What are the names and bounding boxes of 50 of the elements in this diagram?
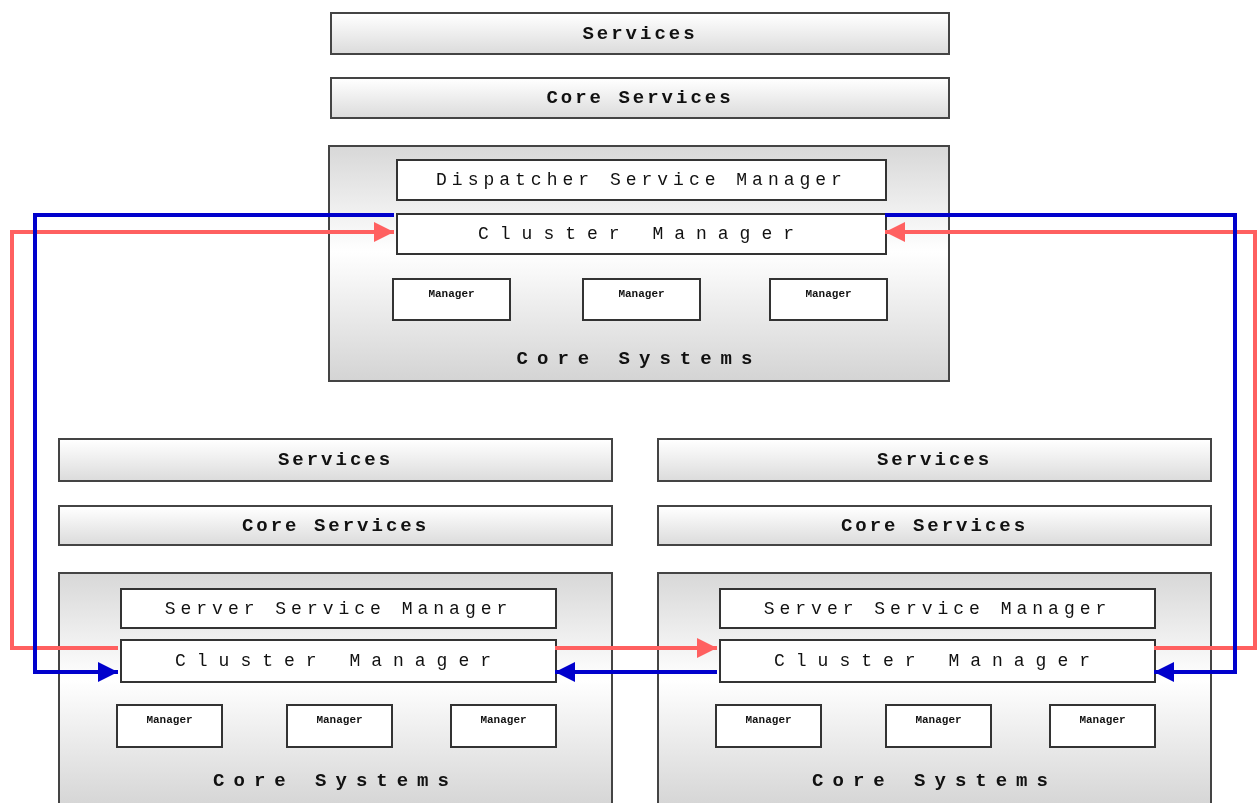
manager-box — [120, 588, 557, 629]
layer-bar — [330, 12, 950, 55]
manager-box — [769, 278, 888, 321]
manager-title: Cluster Manager — [478, 224, 805, 244]
manager-box — [120, 639, 557, 683]
layer-title: Core Services — [241, 514, 430, 537]
layer-title: Core Services — [840, 514, 1029, 537]
manager-label: Manager — [618, 288, 665, 300]
system-panel — [657, 572, 1212, 803]
manager-title: Cluster Manager — [175, 651, 502, 671]
manager-box — [719, 639, 1156, 683]
layer-title: Core Services — [546, 87, 734, 109]
layer-title: Services — [277, 449, 394, 471]
manager-label: Manager — [428, 288, 475, 300]
layer-bar — [330, 77, 950, 119]
manager-label: Manager — [915, 714, 962, 726]
manager-label: Manager — [480, 714, 527, 726]
manager-box — [396, 213, 887, 255]
manager-title: Cluster Manager — [774, 651, 1101, 671]
manager-box — [885, 704, 992, 748]
manager-title: Dispatcher Service Manager — [436, 170, 847, 190]
connector-arrow — [555, 638, 717, 658]
layer-bar — [58, 438, 613, 482]
system-panel — [328, 145, 950, 382]
panel-title: Core Systems — [213, 770, 458, 792]
manager-box — [1049, 704, 1156, 748]
manager-box — [450, 704, 557, 748]
manager-label: Manager — [805, 288, 852, 300]
manager-label: Manager — [745, 714, 792, 726]
manager-label: Manager — [1079, 714, 1126, 726]
manager-label: Manager — [316, 714, 363, 726]
manager-title: Server Service Manager — [763, 598, 1112, 619]
panel-title: Core Systems — [812, 770, 1057, 792]
manager-label: Manager — [146, 714, 193, 726]
manager-box — [396, 159, 887, 201]
manager-box — [715, 704, 822, 748]
manager-box — [286, 704, 393, 748]
manager-title: Server Service Manager — [164, 598, 513, 619]
manager-box — [392, 278, 511, 321]
manager-box — [719, 588, 1156, 629]
system-panel — [58, 572, 613, 803]
connector-arrow — [555, 662, 717, 682]
manager-box — [116, 704, 223, 748]
layer-bar — [58, 505, 613, 546]
layer-bar — [657, 438, 1212, 482]
manager-box — [582, 278, 701, 321]
layer-bar — [657, 505, 1212, 546]
layer-title: Services — [582, 22, 698, 45]
layer-title: Services — [876, 449, 993, 471]
panel-title: Core Systems — [516, 348, 762, 370]
